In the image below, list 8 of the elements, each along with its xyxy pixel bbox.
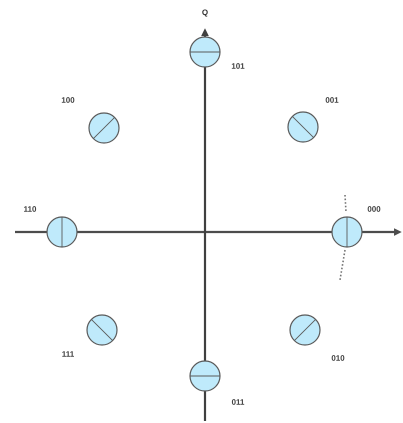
constellation-point xyxy=(289,314,321,346)
constellation-point xyxy=(287,111,319,143)
constellation-point xyxy=(46,216,78,248)
constellation-point xyxy=(86,314,118,346)
constellation-point xyxy=(189,36,221,68)
constellation-point xyxy=(88,112,120,144)
constellation-point xyxy=(189,360,221,392)
constellation-point xyxy=(331,216,363,248)
